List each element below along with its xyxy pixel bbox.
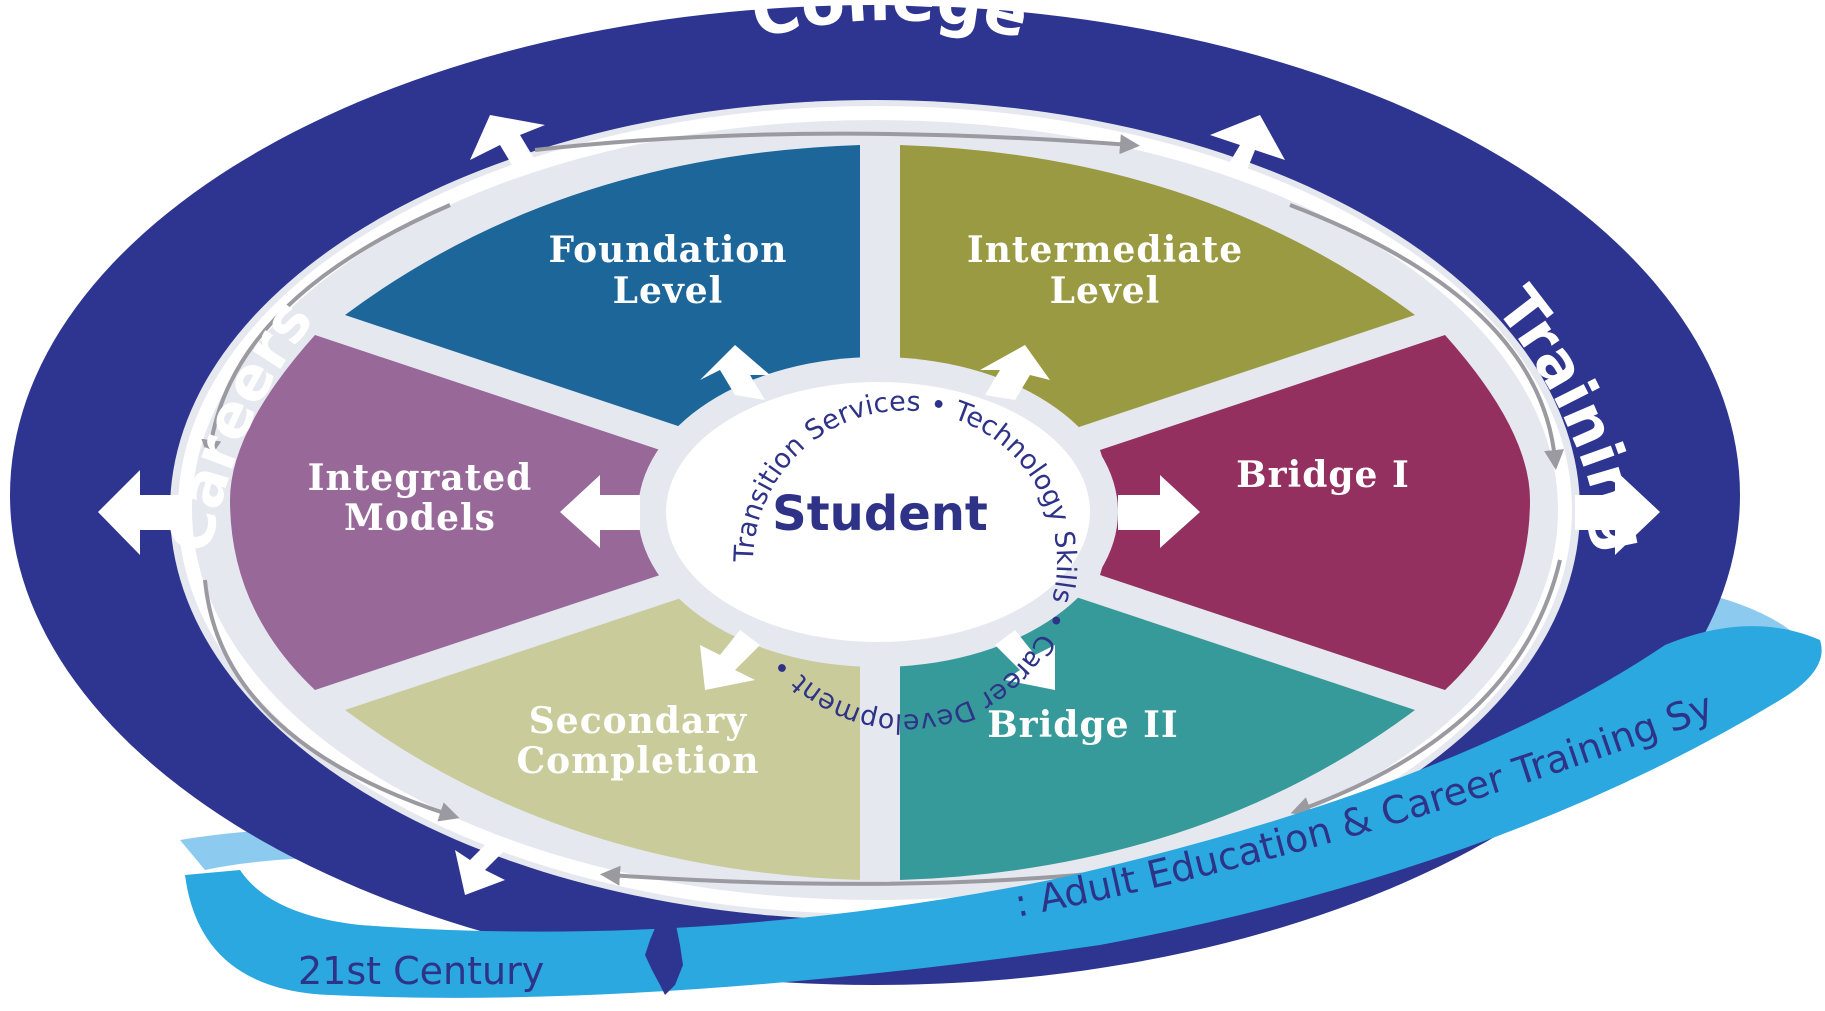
bridge-i-label: Bridge I (1236, 454, 1410, 496)
outer-arrows (98, 115, 1660, 895)
outer-arrow-top-right (1210, 115, 1285, 175)
center-title: Student (772, 486, 988, 542)
segment-bridge-i (1100, 335, 1530, 690)
integrated-label-line2: Models (344, 497, 496, 539)
band-prefix: 21st Century (298, 949, 544, 993)
center-disc (666, 382, 1090, 642)
arrow-down-right (995, 630, 1055, 690)
outer-arrow-top-left (470, 115, 545, 170)
outer-arrow-right (1575, 470, 1660, 555)
foundation-label-line1: Foundation (549, 229, 788, 271)
secondary-label-line1: Secondary (529, 700, 747, 742)
circulation-arrows (201, 131, 1565, 886)
arrow-down-left (700, 630, 760, 690)
secondary-label-line2: Completion (517, 740, 760, 782)
intermediate-label-line2: Level (1050, 270, 1161, 312)
arrow-right (1118, 475, 1200, 548)
front-band (185, 626, 1822, 998)
outer-arrow-left (98, 470, 185, 555)
integrated-label-line1: Integrated (308, 457, 533, 499)
bridge-ii-label: Bridge II (987, 704, 1179, 746)
outer-arrow-bottom-left (455, 840, 505, 895)
intermediate-label-line1: Intermediate (967, 229, 1243, 271)
arrow-up-right (980, 345, 1050, 400)
center-arrows (560, 345, 1200, 690)
illinois-state-icon (645, 925, 683, 995)
segment-integrated-models (230, 335, 660, 690)
arrow-up-left (700, 345, 770, 400)
foundation-label-line2: Level (613, 270, 724, 312)
arrow-left (560, 475, 640, 548)
